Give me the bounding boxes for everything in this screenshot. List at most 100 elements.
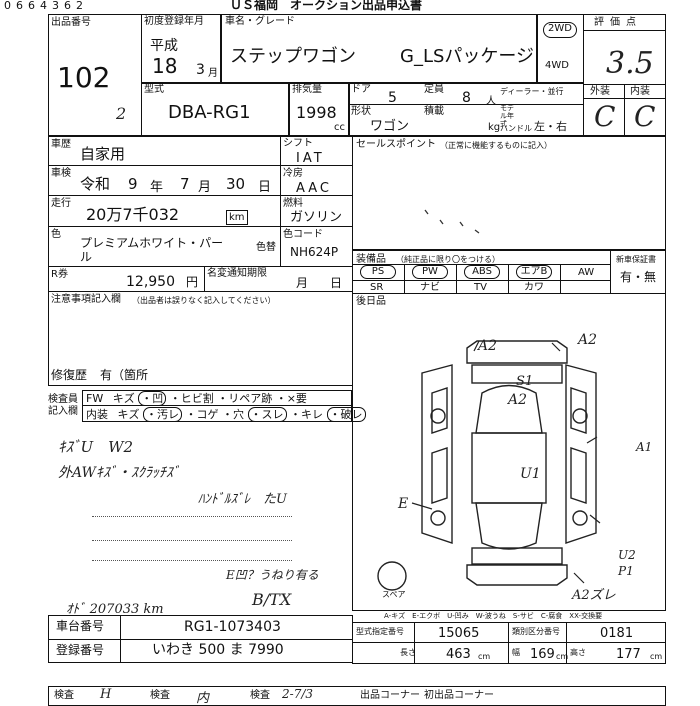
- check-label-2: 記入欄: [48, 406, 78, 417]
- footer-cell-1: 検査: [54, 690, 74, 701]
- int-wear: ・スレ: [247, 407, 287, 422]
- sales-point-marks: [424, 209, 480, 234]
- int-hole: ・穴: [222, 408, 244, 421]
- equip-navi: ナビ: [420, 282, 440, 293]
- car-diagram: [377, 340, 601, 591]
- inspection-day-unit: 日: [258, 180, 272, 195]
- footer-cell-3: 検査: [150, 690, 170, 701]
- interior-line: 内装 キズ ・汚レ ・コゲ ・穴 ・スレ ・キレ ・破レ: [86, 407, 366, 422]
- shift-value: IAT: [296, 151, 325, 166]
- spec-wid-unit: cm: [556, 652, 569, 661]
- spec-hei: 177: [616, 647, 641, 662]
- registration-month: 3: [196, 62, 205, 78]
- footer-cell-8: 初出品コーナー: [424, 690, 494, 701]
- int-scratch: キズ: [117, 408, 140, 421]
- usage-value: 自家用: [80, 145, 126, 163]
- diagram-box: [352, 293, 666, 611]
- registration-year: 18: [152, 54, 178, 78]
- handle-options: 左・右: [534, 120, 567, 133]
- equip-ps: PS: [360, 265, 396, 279]
- spec-len-unit: cm: [478, 652, 491, 661]
- shape-label: 形状: [351, 106, 371, 117]
- handnote-4: E凹？うねり有る: [226, 568, 319, 582]
- equip-abs: ABS: [464, 265, 500, 279]
- spec-num: 15065: [438, 626, 480, 641]
- fw-replace: ・×要: [275, 392, 307, 405]
- drive-4wd: 4WD: [545, 60, 569, 71]
- fw-dent: ・凹: [138, 391, 167, 406]
- seats-label: 定員: [424, 84, 444, 95]
- int-burn: ・コゲ: [185, 408, 219, 421]
- footer-cell-6: 2-7/3: [282, 687, 314, 701]
- mark-e: E: [398, 496, 409, 512]
- registration-era: 平成: [150, 38, 178, 54]
- fuel-value: ガソリン: [290, 210, 343, 225]
- sales-point-sub: （正常に機能するものに記入）: [440, 141, 552, 150]
- mark-a2-2: A2: [578, 332, 598, 348]
- model-year-label: モデル年式: [500, 104, 514, 128]
- int-tear: ・破レ: [326, 407, 366, 422]
- equip-airbag: エアB: [516, 265, 552, 279]
- interior-grade: C: [634, 100, 656, 133]
- spec-box: [352, 622, 666, 664]
- color-code-label: 色コード: [283, 229, 323, 240]
- footer-cell-4: 内: [196, 691, 210, 706]
- mileage-value: 20万7千032: [86, 205, 180, 224]
- mark-a2-1: A2: [478, 338, 498, 354]
- color-label: 色: [51, 229, 61, 240]
- equip-aw: AW: [578, 267, 595, 278]
- drive-2wd: 2WD: [543, 22, 577, 38]
- equip-pw: PW: [412, 265, 448, 279]
- mileage-label: 走行: [51, 198, 71, 209]
- sales-point-box: [352, 136, 666, 250]
- inspection-year-unit: 年: [150, 180, 164, 195]
- history-value: 有（箇所: [100, 368, 149, 382]
- fw-line: FW キズ ・凹 ・ヒビ割 ・リペア跡 ・×要: [86, 391, 307, 406]
- handnote-2: 外AWｷｽﾞ・ｽｸﾗｯﾁｽﾞ: [58, 465, 180, 481]
- dealer-label: ディーラー・並行: [500, 87, 564, 96]
- mark-a2-scrape: A2ズレ: [572, 588, 616, 603]
- handnote-3: ﾊﾝﾄﾞﾙｽﾞﾚ たU: [198, 492, 287, 507]
- footer-cell-2: H: [100, 687, 112, 702]
- mark-u1: U1: [520, 466, 541, 482]
- spec-hei-label: 高さ: [570, 648, 586, 657]
- model-note: 2: [116, 104, 127, 123]
- inspection-month-unit: 月: [198, 180, 212, 195]
- registration-month-unit: 月: [208, 68, 218, 79]
- mark-s1: S1: [516, 374, 534, 389]
- fuel-label: 燃料: [283, 198, 303, 209]
- warranty-value: 有・無: [620, 270, 657, 284]
- inspection-label: 車検: [51, 168, 71, 179]
- spec-hei-unit: cm: [650, 652, 663, 661]
- warranty-label: 新車保証書: [616, 255, 656, 264]
- exterior-grade: C: [594, 100, 616, 133]
- diagram-legend: A-キズ E-エクボ U-凹み W-波うね S-サビ C-腐食 XX-交換要: [384, 612, 603, 620]
- equipment-label: 装備品: [356, 254, 386, 265]
- mark-p1: P1: [618, 564, 634, 578]
- footer-cell-5: 検査: [250, 690, 270, 701]
- model-label: 型式: [144, 84, 164, 95]
- displacement-unit: cc: [334, 122, 345, 133]
- form-number: 0664362: [4, 0, 88, 12]
- handnote-1: ｷｽﾞU W2: [58, 438, 134, 456]
- int-stain: ・汚レ: [143, 407, 182, 422]
- form-banner: ＵＳ福岡 オークション出品申込書: [230, 0, 423, 12]
- spec-len-label: 長さ: [400, 648, 416, 657]
- int-cut: ・キレ: [290, 408, 323, 421]
- color-change-label: 色替: [256, 242, 276, 253]
- name-change-month: 月: [296, 276, 309, 290]
- evaluation-score: 3.5: [606, 46, 654, 81]
- spec-len: 463: [446, 647, 471, 662]
- lot-box: 出品番号 102: [48, 14, 142, 136]
- plate-value: いわき 500 ま 7990: [152, 642, 284, 658]
- equip-sr: SR: [370, 282, 384, 293]
- exterior-label: 外装: [590, 86, 610, 97]
- lot-label: 出品番号: [51, 17, 91, 28]
- mark-a1: A1: [636, 440, 653, 454]
- color-value: プレミアムホワイト・パール: [80, 236, 224, 264]
- fw-crack: ・ヒビ割: [169, 392, 214, 405]
- handle-label: ハンドル: [500, 124, 532, 133]
- mark-a2-3: A2: [508, 392, 528, 408]
- inspection-month: 7: [180, 175, 190, 193]
- aircon-value: AAC: [296, 181, 332, 196]
